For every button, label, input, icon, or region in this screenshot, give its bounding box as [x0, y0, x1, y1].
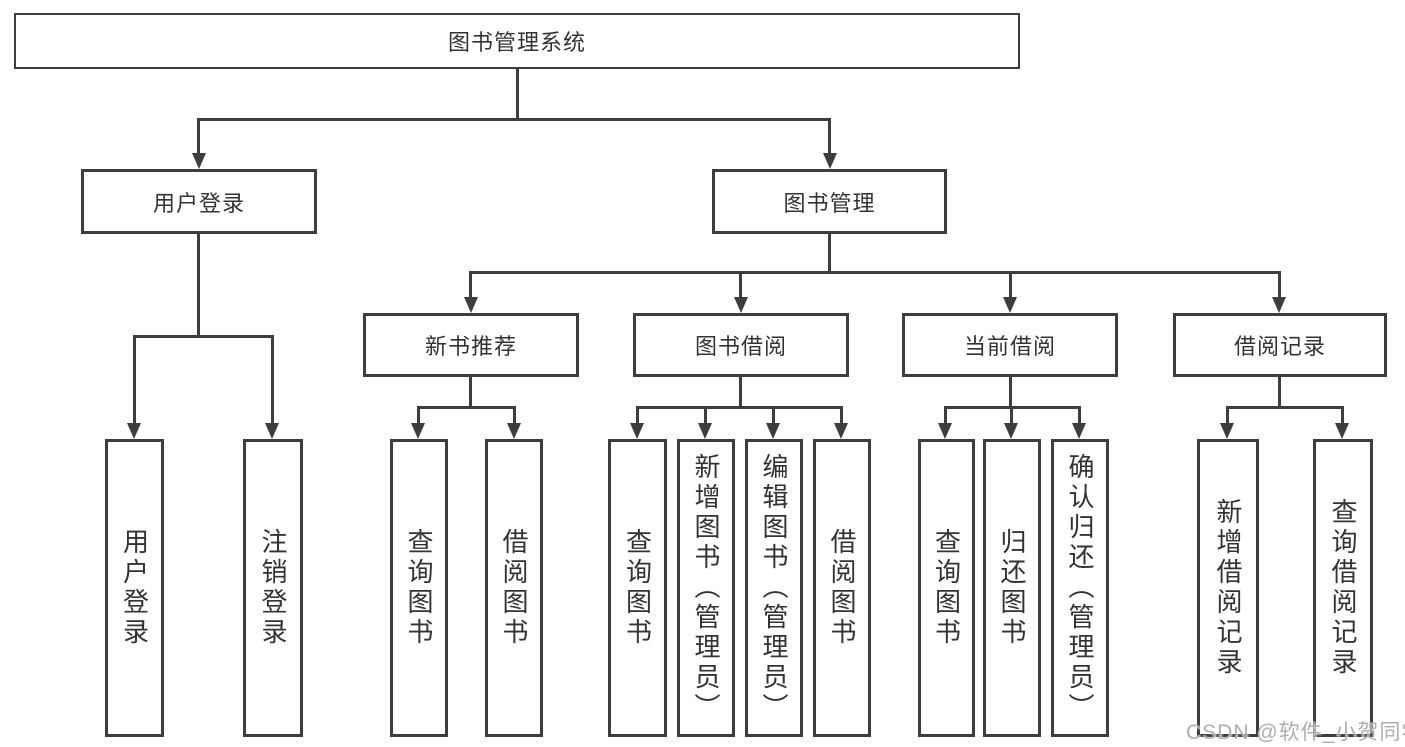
node-user-login: 用户登录 — [81, 169, 317, 234]
arrow-down-icon — [734, 297, 748, 313]
arrow-down-icon — [938, 423, 952, 439]
leaf-label: 新增图书（管理员） — [691, 453, 721, 723]
node-label: 图书管理 — [783, 190, 876, 216]
connector-line — [469, 271, 472, 299]
leaf-label: 用户登录 — [119, 528, 150, 648]
node-current-borrowing: 当前借阅 — [902, 313, 1118, 377]
arrow-down-icon — [507, 423, 521, 439]
leaf-edit-books-admin: 编辑图书（管理员） — [745, 439, 803, 737]
leaf-label: 归还图书 — [997, 528, 1027, 648]
connector-line — [1341, 406, 1344, 426]
node-book-management: 图书管理 — [712, 169, 947, 234]
leaf-query-books-recommendation: 查询图书 — [390, 439, 448, 737]
connector-line — [944, 406, 947, 426]
leaf-label: 查询图书 — [931, 528, 962, 648]
connector-line — [1078, 406, 1081, 426]
node-label: 当前借阅 — [963, 334, 1056, 359]
leaf-label: 新增借阅记录 — [1213, 498, 1243, 678]
arrow-down-icon — [630, 423, 644, 439]
leaf-confirm-return-admin: 确认归还（管理员） — [1051, 439, 1109, 737]
connector-line — [704, 406, 707, 426]
arrow-down-icon — [823, 153, 837, 169]
node-label: 借阅记录 — [1233, 334, 1326, 359]
connector-line — [133, 335, 274, 338]
arrow-down-icon — [1335, 423, 1349, 439]
connector-line — [469, 376, 472, 409]
arrow-down-icon — [1072, 423, 1086, 439]
arrow-down-icon — [265, 423, 279, 439]
leaf-user-login: 用户登录 — [105, 439, 164, 737]
connector-line — [197, 118, 200, 158]
leaf-label: 借阅图书 — [499, 528, 529, 648]
leaf-query-books-current: 查询图书 — [918, 439, 975, 737]
connector-line — [636, 406, 842, 409]
leaf-label: 编辑图书（管理员） — [759, 453, 789, 723]
leaf-label: 注销登录 — [258, 528, 288, 648]
connector-line — [828, 233, 831, 273]
arrow-down-icon — [834, 423, 848, 439]
arrow-down-icon — [411, 423, 425, 439]
arrow-down-icon — [192, 153, 206, 169]
leaf-label: 查询图书 — [404, 528, 434, 648]
node-label: 用户登录 — [152, 190, 245, 216]
arrow-down-icon — [1003, 297, 1017, 313]
connector-line — [828, 118, 831, 158]
connector-line — [739, 271, 742, 299]
leaf-label: 确认归还（管理员） — [1065, 453, 1095, 723]
leaf-add-books-admin: 新增图书（管理员） — [677, 439, 735, 737]
connector-line — [197, 118, 831, 121]
arrow-down-icon — [698, 423, 712, 439]
arrow-down-icon — [766, 423, 780, 439]
leaf-add-borrow-record: 新增借阅记录 — [1197, 439, 1259, 737]
csdn-watermark: CSDN @软件_小贺同学 — [1186, 721, 1405, 744]
connector-line — [516, 68, 519, 120]
connector-line — [133, 335, 136, 425]
connector-line — [197, 233, 200, 337]
connector-line — [417, 406, 516, 409]
connector-line — [1226, 406, 1344, 409]
connector-line — [636, 406, 639, 426]
node-book-borrowing: 图书借阅 — [633, 313, 849, 377]
connector-line — [513, 406, 516, 426]
arrow-down-icon — [1220, 423, 1234, 439]
connector-line — [1226, 406, 1229, 426]
leaf-query-borrow-record: 查询借阅记录 — [1313, 439, 1373, 737]
node-library-management-system: 图书管理系统 — [14, 13, 1020, 69]
node-borrowing-records: 借阅记录 — [1173, 313, 1387, 377]
leaf-return-books: 归还图书 — [983, 439, 1041, 737]
node-label: 图书借阅 — [694, 334, 787, 359]
leaf-label: 借阅图书 — [827, 528, 857, 648]
connector-line — [1278, 271, 1281, 299]
node-label: 新书推荐 — [424, 334, 517, 359]
connector-line — [469, 271, 1281, 274]
connector-line — [840, 406, 843, 426]
connector-line — [1009, 376, 1012, 409]
arrow-down-icon — [464, 297, 478, 313]
leaf-logout: 注销登录 — [243, 439, 303, 737]
leaf-query-books-borrowing: 查询图书 — [608, 439, 667, 737]
leaf-borrow-books-recommendation: 借阅图书 — [485, 439, 543, 737]
arrow-down-icon — [1272, 297, 1286, 313]
connector-line — [271, 335, 274, 425]
arrow-down-icon — [127, 423, 141, 439]
arrow-down-icon — [1004, 423, 1018, 439]
connector-line — [1009, 271, 1012, 299]
connector-line — [739, 376, 742, 409]
node-new-book-recommendation: 新书推荐 — [363, 313, 579, 377]
leaf-borrow-books-borrowing: 借阅图书 — [813, 439, 871, 737]
connector-line — [1010, 406, 1013, 426]
leaf-label: 查询图书 — [622, 528, 653, 648]
node-label: 图书管理系统 — [447, 30, 586, 55]
leaf-label: 查询借阅记录 — [1328, 498, 1358, 678]
connector-line — [772, 406, 775, 426]
connector-line — [417, 406, 420, 426]
connector-line — [1278, 376, 1281, 409]
